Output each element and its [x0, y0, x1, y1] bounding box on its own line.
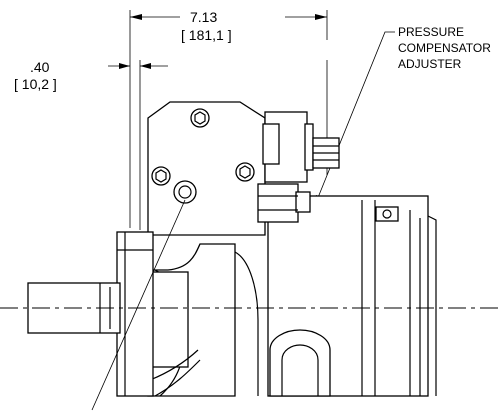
- pressure-compensator-callout: PRESSURE COMPENSATOR ADJUSTER: [314, 25, 491, 206]
- port-leader-line: [91, 199, 186, 411]
- callout-line-2: COMPENSATOR: [398, 41, 491, 55]
- shaft-offset-dimension: .40 [ 10,2 ]: [14, 59, 168, 230]
- shaft-offset-inch: .40: [30, 59, 50, 75]
- motor-foot: [269, 329, 331, 397]
- mounting-flange: [116, 231, 154, 397]
- overall-length-mm: [ 181,1 ]: [181, 27, 232, 43]
- callout-line-3: ADJUSTER: [398, 57, 462, 71]
- pump-housing: [147, 235, 259, 397]
- overall-length-inch: 7.13: [190, 9, 217, 25]
- overall-length-dimension: 7.13 [ 181,1 ]: [129, 9, 328, 228]
- compensator-block: [147, 101, 340, 236]
- shaft-offset-mm: [ 10,2 ]: [14, 76, 57, 92]
- callout-line-1: PRESSURE: [398, 25, 464, 39]
